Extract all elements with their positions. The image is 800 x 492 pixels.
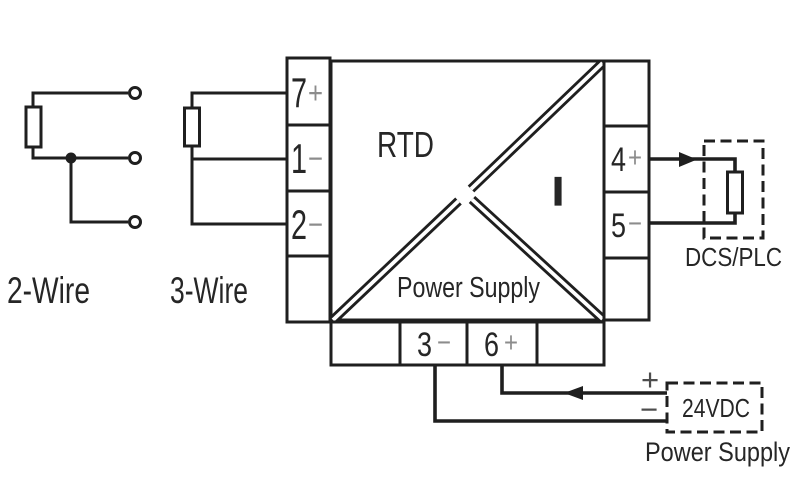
module-power-section-label: Power Supply — [397, 272, 540, 304]
module-output-section-label: I — [552, 170, 563, 214]
terminal-box-bottom-spare-right — [535, 320, 606, 367]
terminal-box-bottom-spare-left — [329, 320, 402, 367]
supply-current-arrow-icon — [564, 386, 583, 400]
two-wire-middle-wire — [31, 147, 128, 160]
two-wire-junction-dot — [65, 152, 77, 164]
terminal-6-sign: + — [504, 327, 518, 359]
two-wire-terminal-circle-middle — [128, 151, 142, 165]
right-terminal-block: 4 + 5 − — [602, 59, 651, 322]
three-wire-resistor — [183, 106, 201, 148]
terminal-box-right-spare-bottom — [602, 256, 651, 322]
two-wire-sensor: 2-Wire — [7, 86, 142, 311]
terminal-6-number: 6 — [484, 326, 499, 364]
two-wire-resistor — [24, 105, 43, 149]
two-wire-terminal-circle-bottom — [128, 215, 142, 229]
terminal-box-left-spare — [285, 254, 332, 324]
left-terminal-block: 7 + 1 − 2 − — [285, 56, 332, 324]
terminal-4-sign: + — [628, 142, 642, 174]
supply-minus-wire — [433, 364, 667, 423]
three-wire-top-wire — [190, 91, 288, 108]
supply-plus-wire — [500, 364, 667, 395]
terminal-2-sign: − — [308, 207, 323, 242]
module-input-section-label: RTD — [377, 124, 434, 165]
isolation-diagonals — [329, 59, 606, 324]
two-wire-top-wire — [31, 91, 128, 107]
bottom-terminal-block: 3 − 6 + — [329, 320, 606, 367]
power-supply-wiring: + − 24VDC Power Supply — [433, 362, 790, 467]
output-minus-wire — [649, 213, 737, 225]
terminal-box-3 — [398, 320, 469, 367]
terminal-5-sign: − — [628, 208, 642, 240]
two-wire-bottom-wire — [69, 158, 128, 224]
terminal-1-number: 1 — [291, 135, 307, 182]
dcs-plc-label: DCS/PLC — [685, 242, 782, 272]
terminal-box-1 — [285, 123, 332, 193]
two-wire-label: 2-Wire — [7, 270, 90, 311]
output-plus-wire — [649, 157, 737, 172]
two-wire-terminal-circle-top — [128, 86, 142, 100]
terminal-box-6 — [465, 320, 539, 367]
output-loop-wiring: DCS/PLC — [649, 139, 782, 272]
terminal-3-number: 3 — [417, 326, 432, 364]
supply-minus-sign: − — [640, 392, 658, 427]
dcs-plc-dashed-box — [702, 139, 765, 240]
three-wire-label: 3-Wire — [170, 270, 248, 311]
supply-dashed-box — [665, 381, 764, 434]
supply-voltage-label: 24VDC — [682, 393, 750, 423]
terminal-box-2 — [285, 189, 332, 258]
terminal-7-number: 7 — [291, 69, 307, 116]
terminal-box-5 — [602, 190, 651, 260]
terminal-3-sign: − — [437, 327, 451, 359]
output-current-arrow-icon — [679, 152, 697, 167]
terminal-4-number: 4 — [611, 141, 626, 179]
supply-name-label: Power Supply — [645, 437, 790, 467]
three-wire-bottom-wire — [190, 146, 288, 226]
terminal-2-number: 2 — [291, 201, 307, 248]
terminal-7-sign: + — [308, 75, 323, 110]
terminal-5-number: 5 — [611, 207, 626, 245]
load-resistor — [726, 170, 744, 215]
three-wire-sensor: 3-Wire — [170, 91, 288, 311]
supply-plus-sign: + — [641, 362, 659, 397]
terminal-1-sign: − — [308, 141, 323, 176]
transmitter-module: RTD I Power Supply — [329, 59, 606, 324]
terminal-box-right-spare-top — [602, 59, 651, 128]
